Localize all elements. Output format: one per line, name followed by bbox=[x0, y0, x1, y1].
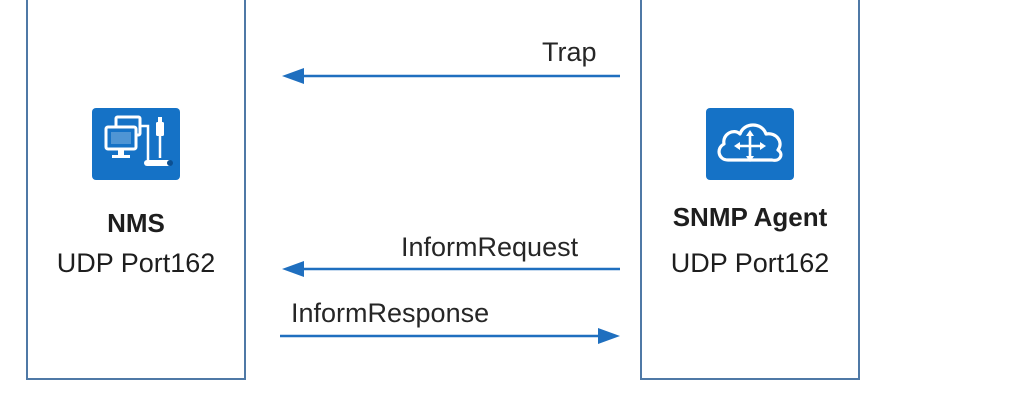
trap-arrow bbox=[282, 68, 620, 84]
trap-label: Trap bbox=[542, 37, 597, 67]
inform-response-label: InformResponse bbox=[291, 298, 490, 328]
nms-port: UDP Port162 bbox=[56, 248, 216, 278]
nms-panel: NMS UDP Port162 bbox=[26, 0, 246, 380]
inform-response-arrow bbox=[280, 328, 620, 344]
snmp-agent-port: UDP Port162 bbox=[670, 248, 830, 278]
inform-request-arrow bbox=[282, 261, 620, 277]
snmp-agent-panel: SNMP Agent UDP Port162 bbox=[640, 0, 860, 380]
nms-name: NMS bbox=[107, 208, 165, 238]
cloud-router-icon bbox=[706, 108, 794, 180]
nms-computer-icon bbox=[92, 108, 180, 180]
snmp-agent-name: SNMP Agent bbox=[672, 202, 828, 232]
inform-request-label: InformRequest bbox=[401, 232, 579, 262]
